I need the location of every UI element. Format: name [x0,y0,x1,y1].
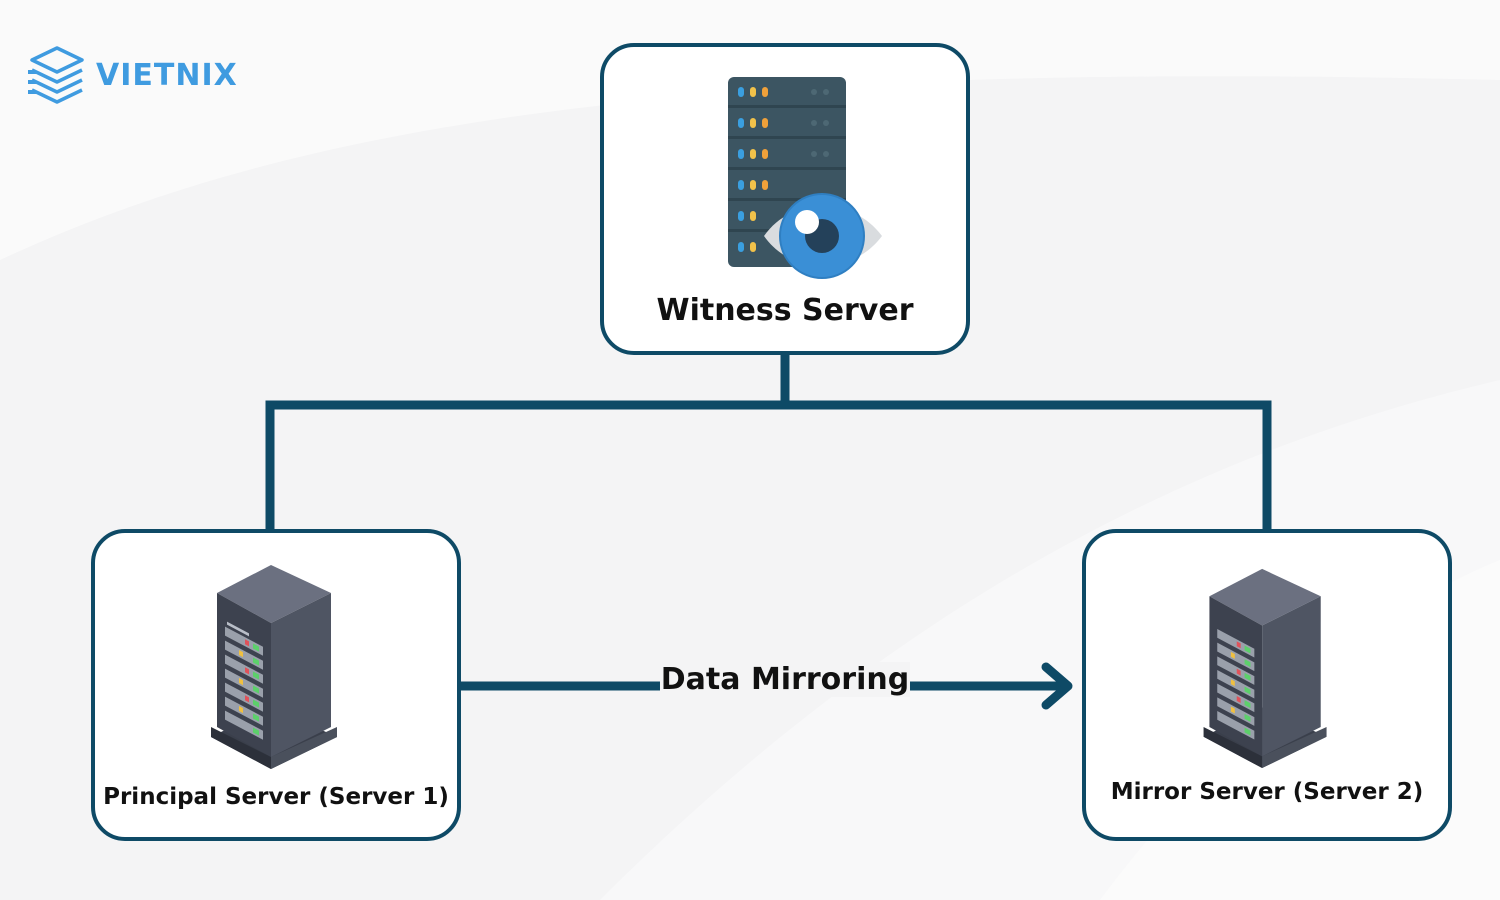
server-tower-icon [211,565,337,769]
edge-arrowhead [1041,662,1073,710]
principal-server-label: Principal Server (Server 1) [103,784,449,810]
witness-server-node: Witness Server [600,43,970,355]
data-mirroring-label: Data Mirroring [660,662,910,697]
edge-witness-to-mirror [785,400,1272,529]
witness-server-label: Witness Server [656,293,914,328]
edge-witness-to-principal [265,355,790,529]
mirror-server-label: Mirror Server (Server 2) [1110,779,1424,805]
logo-wordmark: VIETNIX [96,58,238,93]
server-tower-icon [1203,568,1327,769]
principal-server-node: Principal Server (Server 1) [91,529,461,841]
server-rack-eye-icon [728,77,882,279]
mirror-server-node: Mirror Server (Server 2) [1082,529,1452,841]
vietnix-logo: VIETNIX [26,44,266,108]
logo-layers-icon [28,46,84,104]
